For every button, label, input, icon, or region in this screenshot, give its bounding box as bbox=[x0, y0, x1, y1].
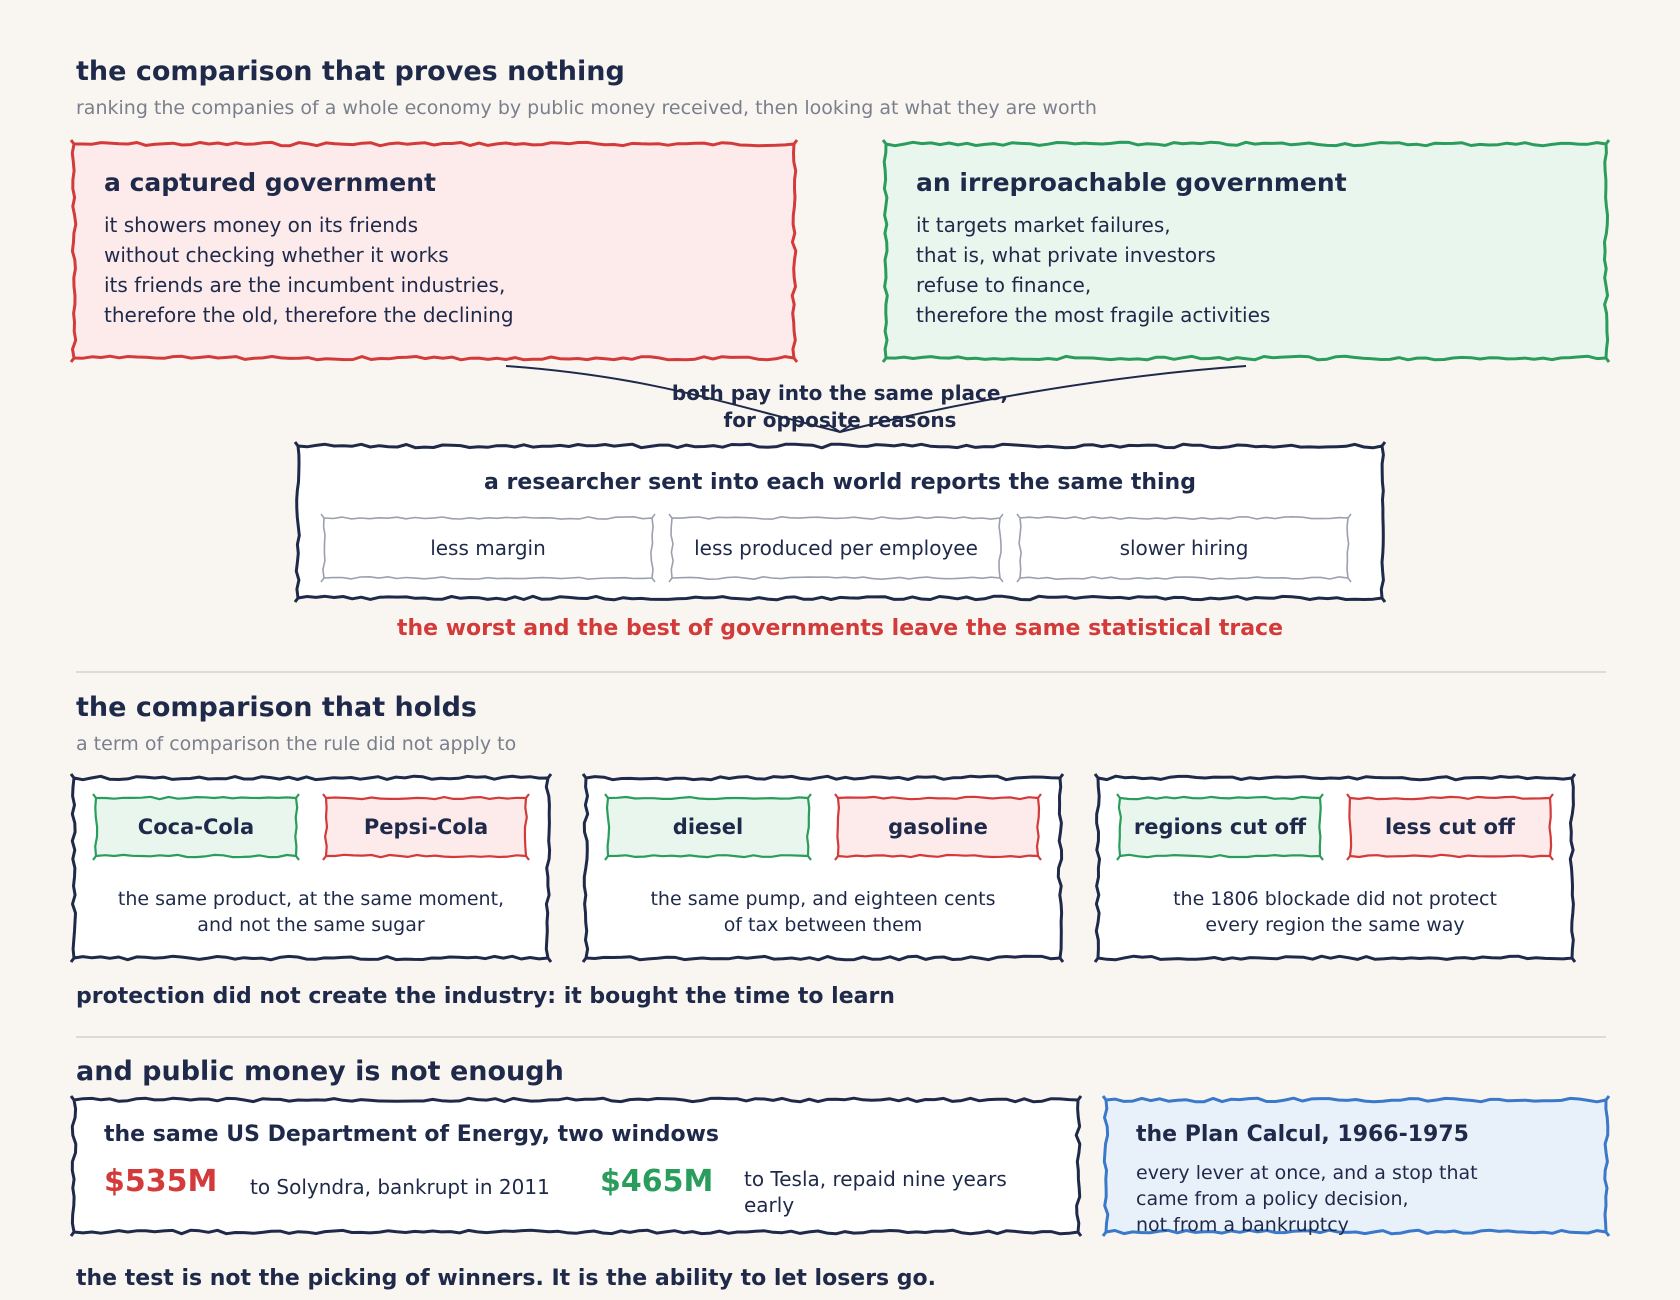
comparison-box-corner-tick bbox=[1093, 957, 1100, 963]
tag-diesel: diesel bbox=[672, 815, 744, 839]
captured-line: without checking whether it works bbox=[104, 243, 449, 267]
comparison-blockade: regions cut off less cut off the 1806 bl… bbox=[1098, 778, 1572, 958]
irreproachable-line: it targets market failures, bbox=[916, 213, 1171, 237]
irreproachable-line: that is, what private investors bbox=[916, 243, 1216, 267]
doe-box-corner-tick bbox=[1076, 1231, 1083, 1237]
comparison-caption: the same product, at the same moment, an… bbox=[74, 886, 548, 938]
researcher-box-corner-tick bbox=[1380, 597, 1387, 603]
researcher-box-corner-tick bbox=[1380, 441, 1387, 447]
section2-subtitle: a term of comparison the rule did not ap… bbox=[76, 733, 517, 755]
desc-line: early bbox=[744, 1193, 795, 1217]
comparison-box-corner-tick bbox=[1058, 773, 1065, 779]
caption-line: and not the same sugar bbox=[197, 914, 425, 936]
tag-less-cut-off: less cut off bbox=[1385, 815, 1515, 839]
section1-title: the comparison that proves nothing bbox=[76, 56, 625, 87]
doe-box: the same US Department of Energy, two wi… bbox=[74, 1100, 1078, 1232]
section3-conclusion: the test is not the picking of winners. … bbox=[76, 1266, 937, 1291]
comparison-box-corner-tick bbox=[1570, 957, 1577, 963]
desc-line: to Tesla, repaid nine years bbox=[744, 1167, 1007, 1191]
finding-less-margin: less margin bbox=[430, 536, 546, 560]
plan-line: came from a policy decision, bbox=[1136, 1188, 1409, 1210]
researcher-box: a researcher sent into each world report… bbox=[298, 446, 1382, 598]
irreproachable-line: therefore the most fragile activities bbox=[916, 303, 1271, 327]
irreproachable-government-text: it targets market failures, that is, wha… bbox=[916, 210, 1270, 330]
section2-conclusion: protection did not create the industry: … bbox=[76, 984, 895, 1009]
doe-box-corner-tick bbox=[1076, 1095, 1083, 1101]
irreproachable-box-corner-tick bbox=[1604, 139, 1611, 145]
caption-line: the same product, at the same moment, bbox=[117, 888, 505, 910]
captured-box-corner-tick bbox=[792, 357, 799, 363]
caption-line: the same pump, and eighteen cents bbox=[650, 888, 996, 910]
section1-subtitle: ranking the companies of a whole economy… bbox=[76, 97, 1097, 119]
captured-government-title: a captured government bbox=[104, 168, 436, 197]
comparison-caption: the same pump, and eighteen cents of tax… bbox=[586, 886, 1060, 938]
irreproachable-government-box: an irreproachable government it targets … bbox=[886, 144, 1606, 358]
desc-tesla: to Tesla, repaid nine years early bbox=[744, 1166, 1007, 1218]
researcher-title: a researcher sent into each world report… bbox=[484, 470, 1196, 495]
plan-box-corner-tick bbox=[1604, 1231, 1611, 1237]
finding-slower-hiring: slower hiring bbox=[1119, 536, 1249, 560]
plan-calcul-text: every lever at once, and a stop that cam… bbox=[1136, 1160, 1478, 1238]
caption-line: the 1806 blockade did not protect bbox=[1173, 888, 1497, 910]
tag-regions-cut-off: regions cut off bbox=[1133, 815, 1307, 839]
comparison-box-corner-tick bbox=[1570, 773, 1577, 779]
arrow-label: both pay into the same place, for opposi… bbox=[640, 380, 1040, 434]
comparison-caption: the 1806 blockade did not protect every … bbox=[1098, 886, 1572, 938]
comparison-box-corner-tick bbox=[1058, 957, 1065, 963]
divider bbox=[76, 671, 1606, 673]
section1-conclusion: the worst and the best of governments le… bbox=[396, 616, 1284, 641]
finding-less-produced: less produced per employee bbox=[694, 536, 978, 560]
comparison-box-corner-tick bbox=[69, 957, 76, 963]
researcher-box-corner-tick bbox=[293, 597, 300, 603]
tag-pepsi-cola: Pepsi-Cola bbox=[363, 815, 489, 839]
doe-title: the same US Department of Energy, two wi… bbox=[104, 1122, 720, 1147]
comparison-box-corner-tick bbox=[581, 957, 588, 963]
comparison-fuel: diesel gasoline the same pump, and eight… bbox=[586, 778, 1060, 958]
section3-title: and public money is not enough bbox=[76, 1056, 564, 1087]
captured-line: it showers money on its friends bbox=[104, 213, 419, 237]
plan-calcul-box: the Plan Calcul, 1966-1975 every lever a… bbox=[1106, 1100, 1606, 1236]
caption-line: of tax between them bbox=[723, 914, 923, 936]
plan-calcul-title: the Plan Calcul, 1966-1975 bbox=[1136, 1122, 1469, 1147]
section2-title: the comparison that holds bbox=[76, 692, 477, 723]
arrow-label-line: for opposite reasons bbox=[723, 408, 957, 432]
captured-line: its friends are the incumbent industries… bbox=[104, 273, 506, 297]
comparison-box-corner-tick bbox=[546, 773, 553, 779]
captured-government-text: it showers money on its friends without … bbox=[104, 210, 514, 330]
irreproachable-line: refuse to finance, bbox=[916, 273, 1092, 297]
arrow-label-line: both pay into the same place, bbox=[671, 381, 1009, 405]
captured-box-corner-tick bbox=[69, 357, 76, 363]
plan-box-corner-tick bbox=[1101, 1231, 1108, 1237]
tag-gasoline: gasoline bbox=[888, 815, 988, 839]
comparison-cola: Coca-Cola Pepsi-Cola the same product, a… bbox=[74, 778, 548, 958]
desc-solyndra: to Solyndra, bankrupt in 2011 bbox=[250, 1174, 550, 1200]
irreproachable-box-corner-tick bbox=[881, 357, 888, 363]
plan-line: every lever at once, and a stop that bbox=[1136, 1162, 1478, 1184]
irreproachable-government-title: an irreproachable government bbox=[916, 168, 1347, 197]
irreproachable-box-corner-tick bbox=[1604, 357, 1611, 363]
divider bbox=[76, 1036, 1606, 1038]
doe-box-corner-tick bbox=[69, 1231, 76, 1237]
plan-line: not from a bankruptcy bbox=[1136, 1214, 1349, 1236]
amount-tesla: $465M bbox=[600, 1164, 714, 1199]
amount-solyndra: $535M bbox=[104, 1164, 218, 1199]
caption-line: every region the same way bbox=[1205, 914, 1465, 936]
desc-line: to Solyndra, bankrupt in 2011 bbox=[250, 1175, 550, 1199]
captured-government-box: a captured government it showers money o… bbox=[74, 144, 794, 358]
comparison-box-corner-tick bbox=[546, 957, 553, 963]
captured-line: therefore the old, therefore the declini… bbox=[104, 303, 514, 327]
captured-box-corner-tick bbox=[792, 139, 799, 145]
plan-box-corner-tick bbox=[1604, 1095, 1611, 1101]
tag-coca-cola: Coca-Cola bbox=[137, 815, 255, 839]
